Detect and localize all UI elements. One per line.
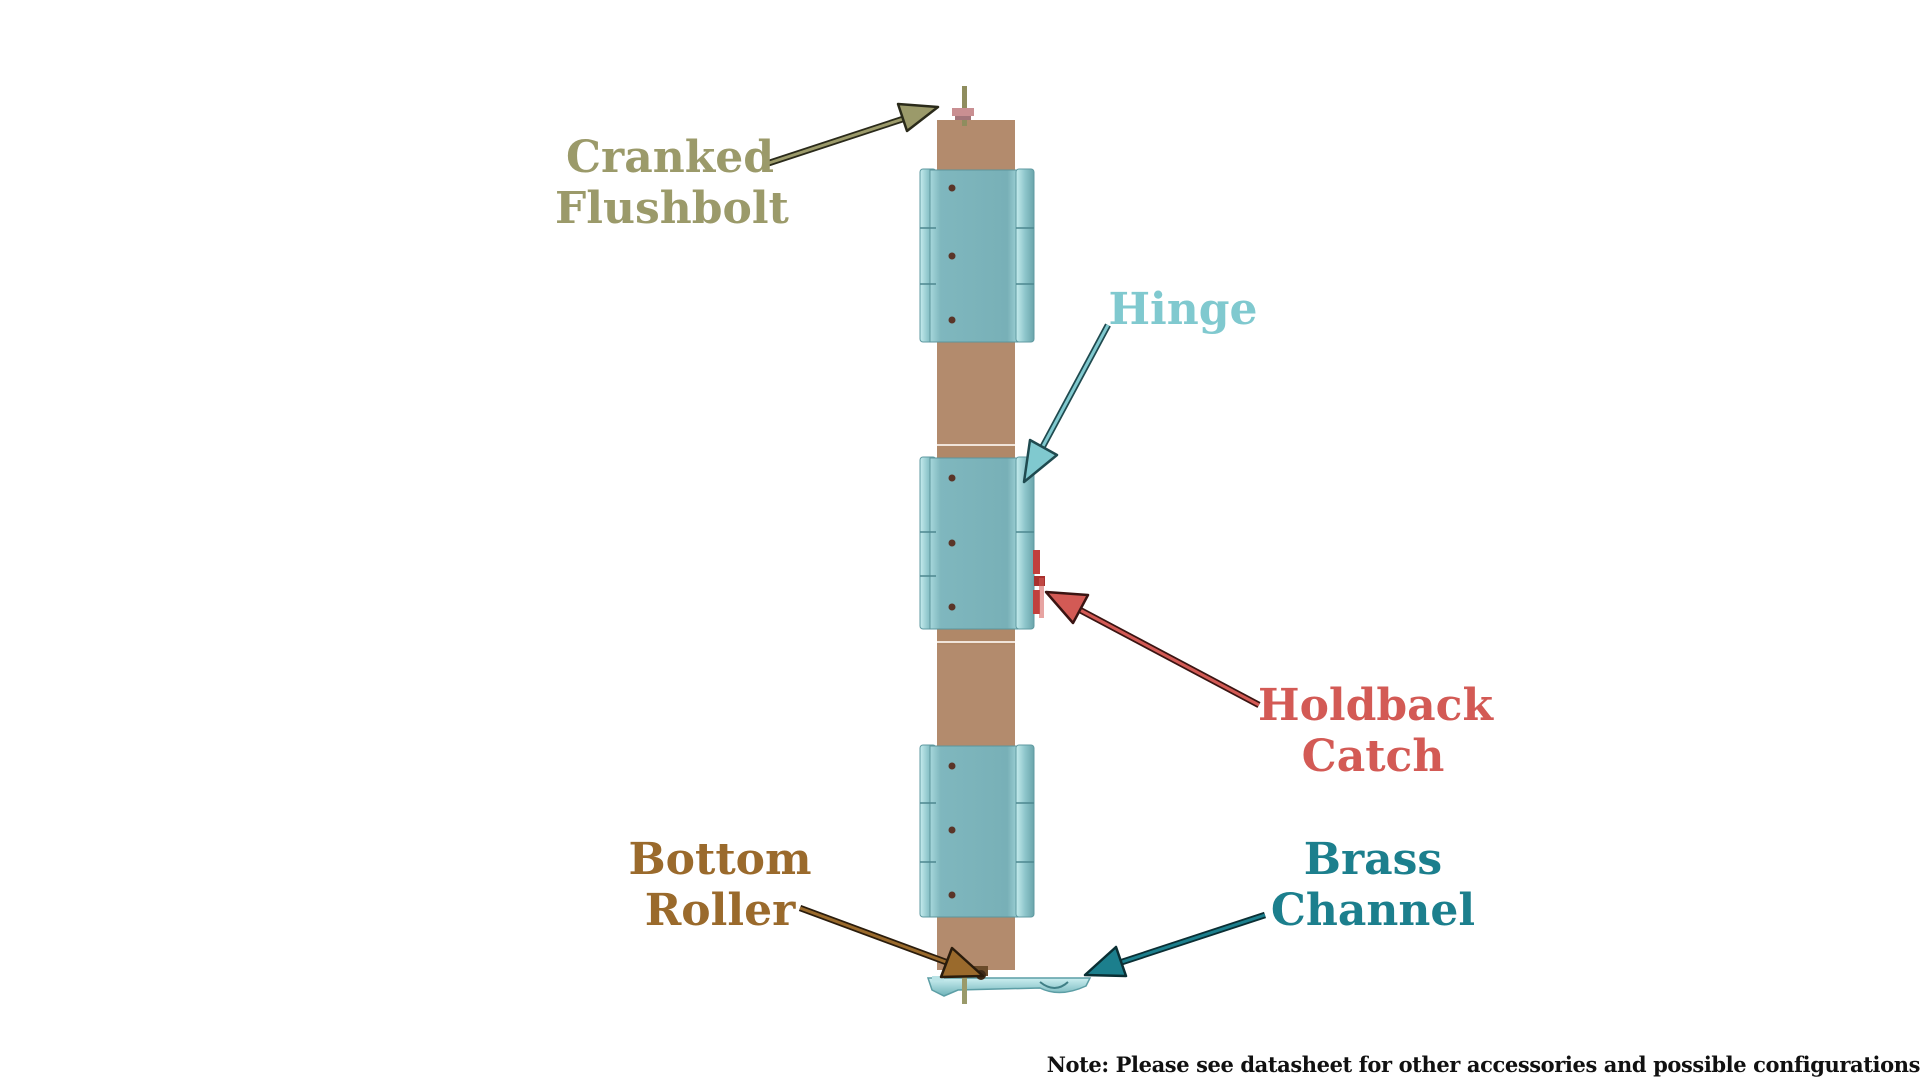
screw [948,184,956,192]
brass-channel-label: Brass Channel [1268,834,1478,936]
flushbolt-arrow [764,102,940,168]
holdback-label-line1: Holdback [1258,680,1493,731]
hinge-label-line1: Hinge [1108,284,1258,335]
holdback-arrow [1044,590,1261,708]
hinge-arrow [1022,323,1111,484]
holdback-label-line2: Catch [1301,731,1445,782]
channel-label-line2: Channel [1270,885,1476,936]
screw [948,539,956,547]
roller-label-line2: Roller [644,885,796,936]
flushbolt-label-line1: Cranked [566,132,774,183]
screw [948,891,956,899]
hinge-label: Hinge [1108,284,1258,335]
holdback-catch [1033,550,1045,618]
flushbolt-label: Cranked Flushbolt [555,132,789,234]
bottom-roller-label: Bottom Roller [620,834,820,936]
datasheet-note: Note: Please see datasheet for other acc… [1046,1052,1920,1077]
screw [948,474,956,482]
roller-label-line1: Bottom [628,834,812,885]
flushbolt-label-line2: Flushbolt [555,183,789,234]
hinge-bottom [919,744,1035,918]
screw [948,826,956,834]
channel-arrow [1083,911,1267,978]
cranked-flushbolt [952,86,974,126]
hinge-top [919,168,1035,343]
brass-channel [926,976,1092,997]
hinge-middle [919,456,1035,630]
screw [948,316,956,324]
channel-label-line1: Brass [1303,834,1443,885]
screw [948,762,956,770]
holdback-catch-label: Holdback Catch [1258,680,1493,782]
screw [948,252,956,260]
roller-arrow [798,904,985,979]
screw [948,603,956,611]
